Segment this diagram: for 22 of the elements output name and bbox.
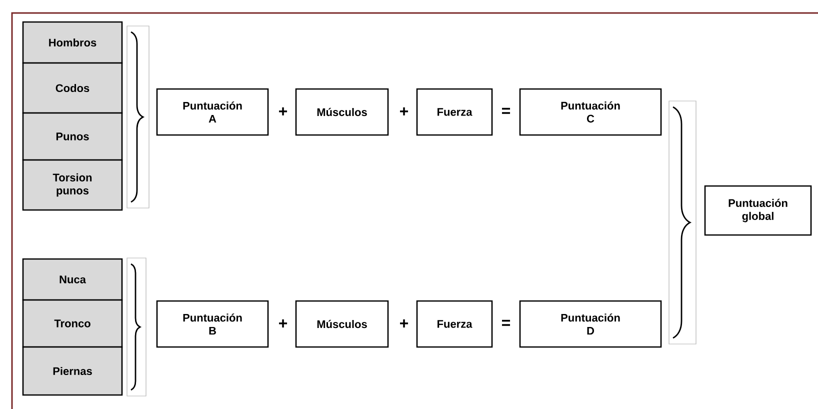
operator-sign: + <box>279 319 288 328</box>
score-box: Fuerza <box>416 88 493 136</box>
body-part-cell: Codos <box>22 62 123 114</box>
operator-sign: + <box>400 107 408 116</box>
body-part-cell: Piernas <box>22 346 123 396</box>
score-box: Puntuación A <box>156 88 269 136</box>
score-box: Músculos <box>295 88 389 136</box>
score-box: Puntuación B <box>156 300 269 348</box>
operator-sign: + <box>400 319 408 328</box>
operator-sign: + <box>279 107 288 116</box>
body-part-cell: Torsion punos <box>22 159 123 211</box>
score-box: Fuerza <box>416 300 493 348</box>
body-part-cell: Hombros <box>22 21 123 64</box>
body-part-cell: Tronco <box>22 299 123 348</box>
operator-sign: = <box>502 108 510 114</box>
body-part-cell: Punos <box>22 112 123 161</box>
score-box: Puntuación C <box>519 88 662 136</box>
score-box: Puntuación D <box>519 300 662 348</box>
score-box: Puntuación global <box>704 185 812 236</box>
operator-sign: = <box>502 320 510 326</box>
body-part-cell: Nuca <box>22 258 123 301</box>
score-box: Músculos <box>295 300 389 348</box>
